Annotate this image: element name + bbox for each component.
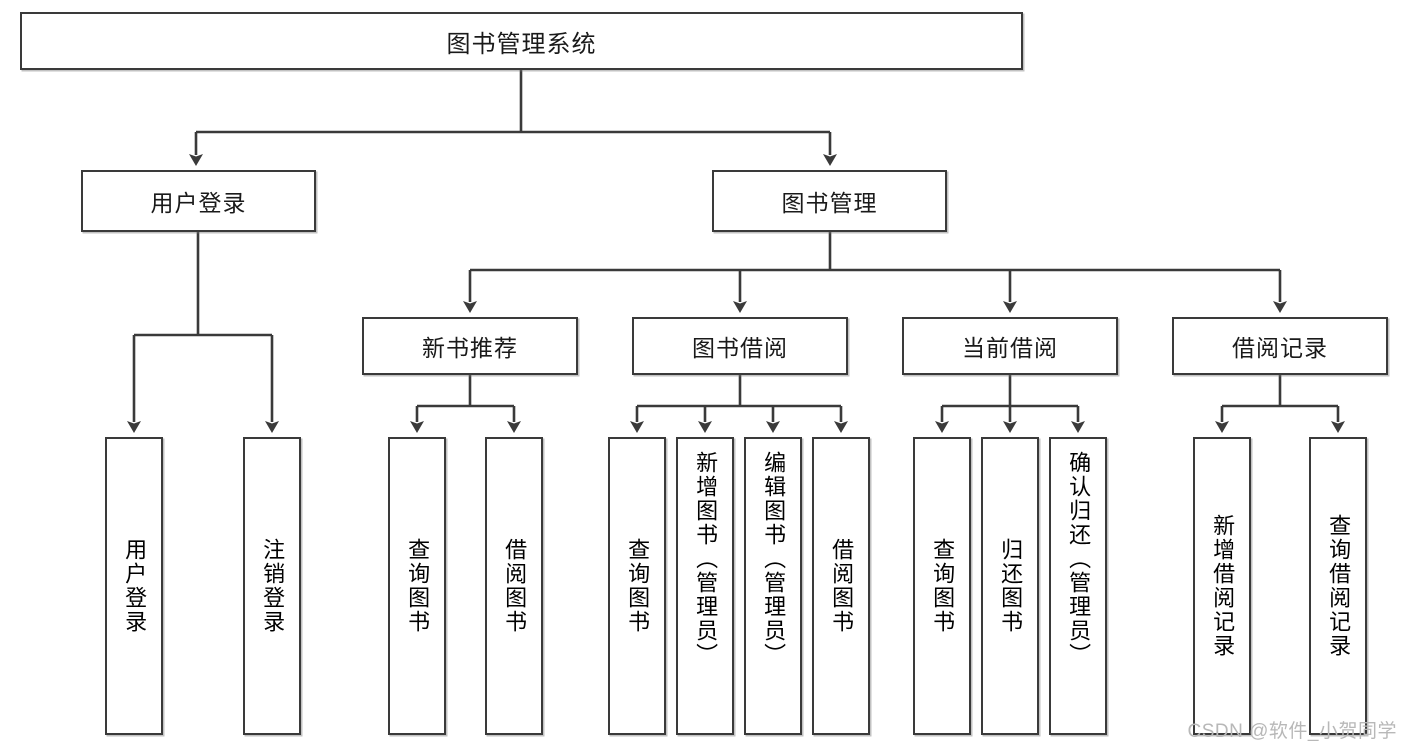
node-new-book-recommend-label: 新书推荐	[422, 335, 518, 361]
watermark-text: CSDN @软件_小贺同学	[1187, 721, 1397, 742]
node-new-book-recommend[interactable]: 新书推荐	[362, 317, 578, 375]
node-current-borrow-label: 当前借阅	[962, 335, 1058, 361]
node-book-management[interactable]: 图书管理	[712, 170, 947, 232]
leaf-add-record[interactable]: 新增借阅记录	[1193, 437, 1251, 735]
leaf-query-book-1[interactable]: 查询图书	[388, 437, 446, 735]
leaf-borrow-book-2-label: 借阅图书	[829, 538, 855, 634]
leaf-add-book-label: 新增图书（管理员）	[693, 451, 719, 667]
leaf-add-book[interactable]: 新增图书（管理员）	[676, 437, 734, 735]
node-root-label: 图书管理系统	[446, 30, 597, 58]
node-current-borrow[interactable]: 当前借阅	[902, 317, 1118, 375]
leaf-confirm-return-label: 确认归还（管理员）	[1066, 451, 1092, 667]
leaf-borrow-book-1-label: 借阅图书	[502, 538, 528, 634]
leaf-borrow-book-1[interactable]: 借阅图书	[485, 437, 543, 735]
node-user-login[interactable]: 用户登录	[81, 170, 316, 232]
node-root-book-management-system[interactable]: 图书管理系统	[20, 12, 1023, 70]
leaf-query-book-1-label: 查询图书	[405, 538, 431, 634]
leaf-query-record[interactable]: 查询借阅记录	[1309, 437, 1367, 735]
leaf-user-login-label: 用户登录	[122, 538, 148, 634]
node-borrow-record-label: 借阅记录	[1232, 335, 1328, 361]
node-borrow-record[interactable]: 借阅记录	[1172, 317, 1388, 375]
leaf-confirm-return[interactable]: 确认归还（管理员）	[1049, 437, 1107, 735]
node-book-borrow-label: 图书借阅	[692, 335, 788, 361]
node-book-borrow[interactable]: 图书借阅	[632, 317, 848, 375]
leaf-query-book-3-label: 查询图书	[930, 538, 956, 634]
leaf-logout-login[interactable]: 注销登录	[243, 437, 301, 735]
leaf-query-book-3[interactable]: 查询图书	[913, 437, 971, 735]
leaf-add-record-label: 新增借阅记录	[1210, 514, 1236, 658]
leaf-return-book-label: 归还图书	[998, 538, 1024, 634]
leaf-logout-login-label: 注销登录	[260, 538, 286, 634]
leaf-user-login[interactable]: 用户登录	[105, 437, 163, 735]
leaf-edit-book-label: 编辑图书（管理员）	[761, 451, 787, 667]
node-book-management-label: 图书管理	[781, 190, 878, 216]
leaf-borrow-book-2[interactable]: 借阅图书	[812, 437, 870, 735]
leaf-query-book-2[interactable]: 查询图书	[608, 437, 666, 735]
leaf-query-record-label: 查询借阅记录	[1326, 514, 1352, 658]
node-user-login-label: 用户登录	[150, 190, 247, 216]
leaf-edit-book[interactable]: 编辑图书（管理员）	[744, 437, 802, 735]
leaf-return-book[interactable]: 归还图书	[981, 437, 1039, 735]
leaf-query-book-2-label: 查询图书	[625, 538, 651, 634]
